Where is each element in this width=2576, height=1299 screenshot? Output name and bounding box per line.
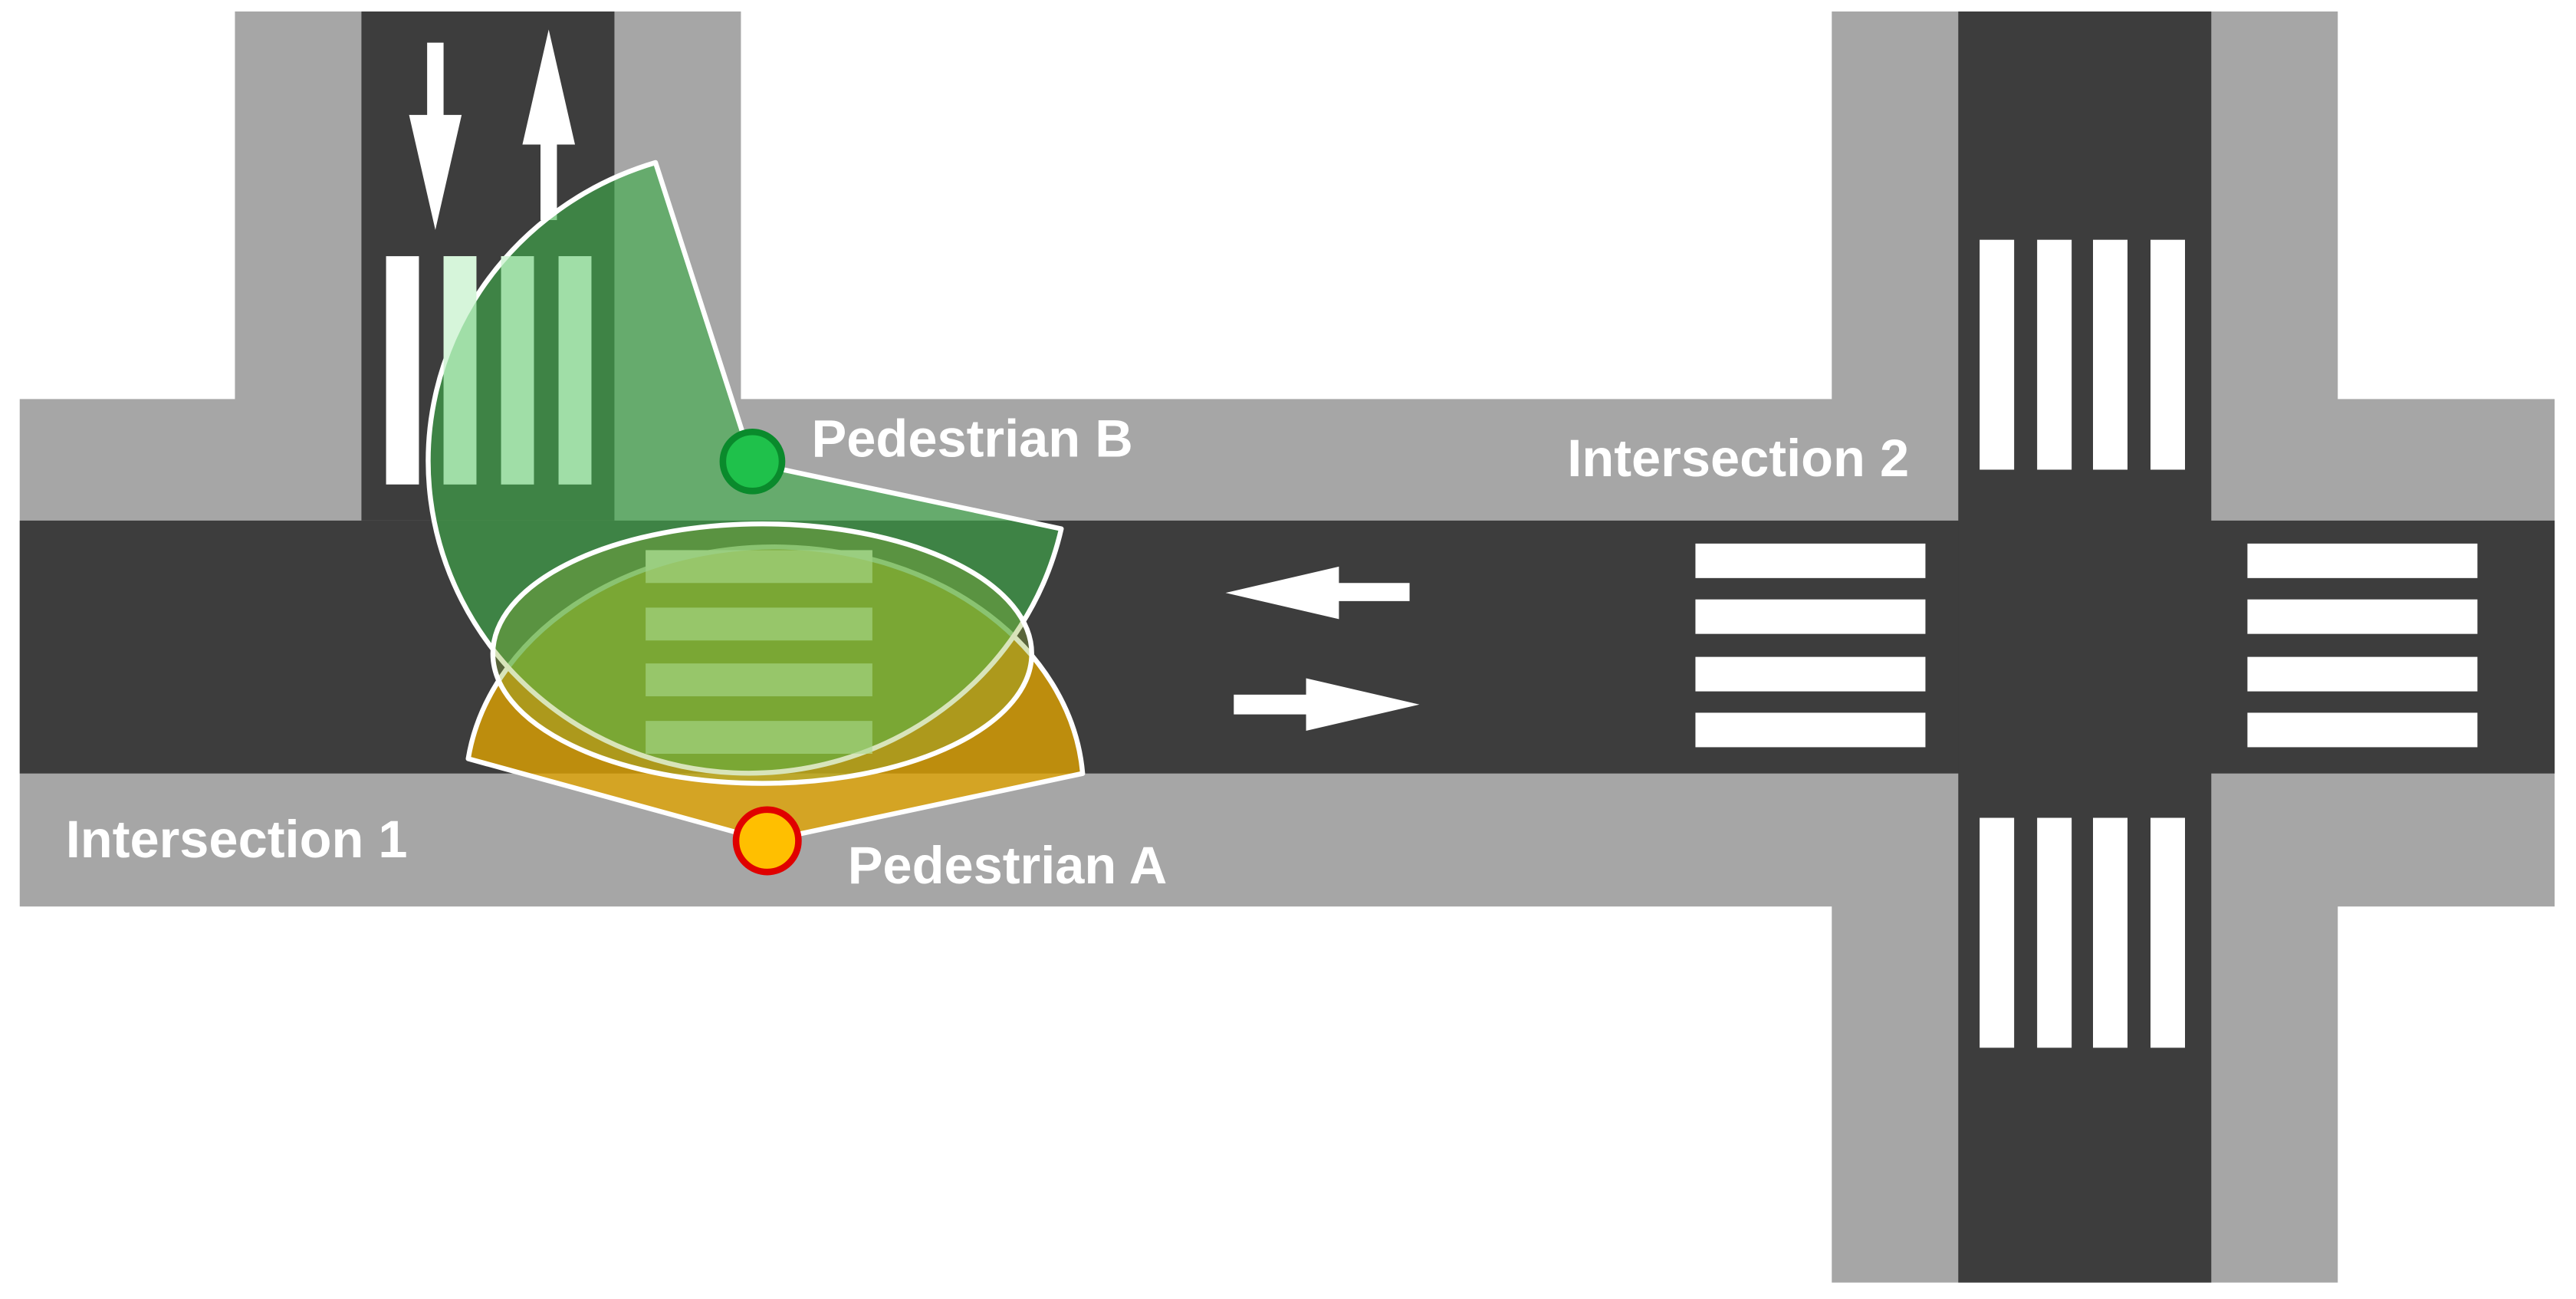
arrow-right-icon bbox=[1234, 678, 1420, 732]
pedestrian-b-marker bbox=[719, 428, 786, 495]
arrow-down-icon bbox=[409, 42, 462, 230]
crosswalk-intersection-1-highlight bbox=[443, 256, 872, 754]
roads bbox=[19, 11, 2555, 1283]
road-cross-vertical bbox=[1958, 11, 2212, 1283]
pedestrian-a-marker bbox=[732, 806, 802, 876]
crosswalk-intersection-2-south bbox=[1980, 817, 2185, 1048]
arrow-left-icon bbox=[1225, 566, 1410, 620]
pedestrian-b-label: Pedestrian B bbox=[812, 409, 1133, 468]
intersection-1-label: Intersection 1 bbox=[66, 810, 408, 869]
lane-arrows bbox=[409, 29, 1420, 732]
view-overlap-outline bbox=[490, 521, 1034, 786]
intersection-2-label: Intersection 2 bbox=[1567, 429, 1909, 488]
crosswalk-intersection-2-north bbox=[1980, 239, 2185, 470]
arrow-up-icon bbox=[522, 29, 575, 220]
crosswalk-intersection-2-west bbox=[1695, 543, 1926, 748]
pedestrian-a-label: Pedestrian A bbox=[848, 836, 1168, 895]
crosswalk-intersection-2-east bbox=[2247, 543, 2478, 748]
